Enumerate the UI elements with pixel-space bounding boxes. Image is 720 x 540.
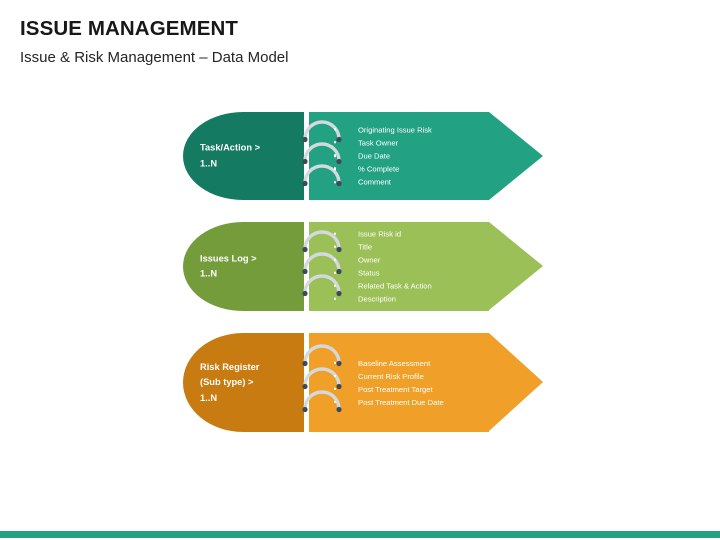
list-item: Post Treatment Target [334, 383, 444, 396]
list-item: Comment [334, 176, 432, 189]
list-item: Issue Risk id [334, 227, 432, 240]
binding-gap [304, 222, 309, 311]
page-title: ISSUE MANAGEMENT [20, 17, 239, 40]
diagram-block-risk-register[interactable]: Risk Register (Sub type) > 1..N Baseline… [183, 333, 543, 432]
block-label: Issues Log > 1..N [200, 251, 304, 282]
block-label-line: 1..N [200, 392, 218, 403]
list-item: Status [334, 267, 432, 280]
block-label: Risk Register (Sub type) > 1..N [200, 359, 304, 406]
list-item: Owner [334, 253, 432, 266]
chevron-tip-icon [489, 333, 543, 431]
list-item: Due Date [334, 149, 432, 162]
list-item: Current Risk Profile [334, 369, 444, 382]
list-item: Task Owner [334, 136, 432, 149]
list-item: Baseline Assessment [334, 356, 444, 369]
block-left-pill [183, 333, 304, 432]
diagram-block-issues-log[interactable]: Issues Log > 1..N Issue Risk id Title Ow… [183, 222, 543, 311]
list-item: Originating Issue Risk [334, 123, 432, 136]
field-list: Issue Risk id Title Owner Status Related… [334, 227, 432, 306]
chevron-tip-icon [489, 112, 543, 200]
list-item: Description [334, 293, 432, 306]
page-subtitle: Issue & Risk Management – Data Model [20, 49, 289, 66]
binding-gap [304, 333, 309, 432]
block-left-pill [183, 222, 304, 311]
list-item: Related Task & Action [334, 280, 432, 293]
list-item: Title [334, 240, 432, 253]
block-label-line: Task/Action > [200, 142, 261, 153]
block-label-line: Issues Log > [200, 253, 257, 263]
list-item: % Complete [334, 163, 432, 176]
diagram-block-task-action[interactable]: Task/Action > 1..N Originating Issue Ris… [183, 112, 543, 200]
block-label-line: 1..N [200, 158, 218, 168]
list-item: Post Treatment Due Date [334, 396, 444, 409]
chevron-tip-icon [489, 222, 543, 310]
block-label-line: (Sub type) > [200, 376, 254, 387]
footer-accent-bar [0, 531, 720, 538]
block-label-line: Risk Register [200, 361, 260, 372]
block-label-line: 1..N [200, 268, 218, 279]
field-list: Originating Issue Risk Task Owner Due Da… [334, 123, 432, 188]
block-label: Task/Action > 1..N [200, 141, 304, 172]
field-list: Baseline Assessment Current Risk Profile… [334, 356, 444, 408]
block-left-pill [183, 112, 304, 200]
binding-gap [304, 112, 309, 200]
